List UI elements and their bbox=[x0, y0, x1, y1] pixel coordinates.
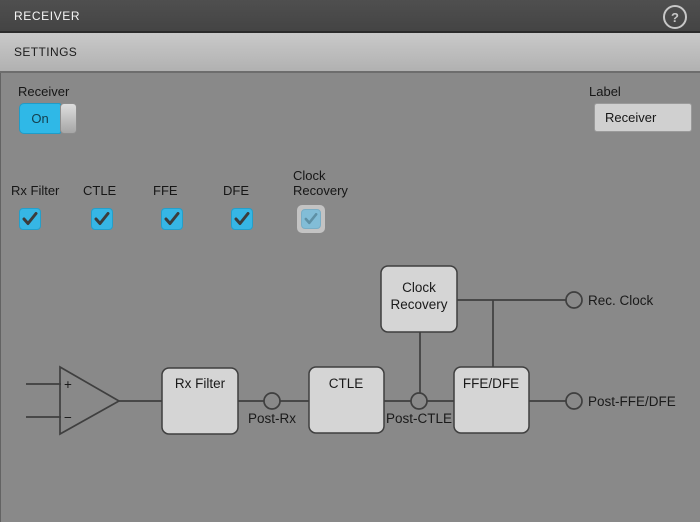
rec-clock-label: Rec. Clock bbox=[588, 293, 654, 308]
clock-recovery-block-label-2: Recovery bbox=[390, 297, 447, 312]
receiver-toggle-label: Receiver bbox=[18, 84, 70, 99]
checkbox-label: CTLE bbox=[83, 183, 117, 198]
ffe-checkbox[interactable] bbox=[161, 208, 183, 230]
help-icon-glyph: ? bbox=[671, 9, 679, 25]
clock-recovery-checkbox bbox=[301, 209, 321, 229]
post-rx-label: Post-Rx bbox=[248, 411, 296, 426]
checkbox-group-ctle: CTLE bbox=[83, 168, 145, 230]
checkbox-label: DFE bbox=[223, 183, 249, 198]
amplifier-symbol bbox=[59, 365, 121, 436]
page-title: RECEIVER bbox=[14, 8, 81, 23]
post-ffe-dfe-node[interactable] bbox=[565, 392, 583, 410]
post-ffe-dfe-label: Post-FFE/DFE bbox=[588, 394, 676, 409]
rec-clock-node[interactable] bbox=[565, 291, 583, 309]
checkbox-label: Clock Recovery bbox=[293, 168, 348, 198]
checkbox-group-ffe: FFE bbox=[153, 168, 215, 230]
label-field-label: Label bbox=[589, 84, 621, 99]
settings-tab-bar: SETTINGS bbox=[0, 33, 700, 73]
ctle-block[interactable] bbox=[308, 366, 385, 434]
toggle-on-state[interactable]: On bbox=[19, 103, 61, 134]
ffe-dfe-block[interactable] bbox=[453, 366, 530, 434]
post-ctle-label: Post-CTLE bbox=[386, 411, 452, 426]
checkmark-icon bbox=[94, 212, 110, 225]
tab-settings[interactable]: SETTINGS bbox=[14, 45, 78, 59]
post-ctle-node[interactable] bbox=[410, 392, 428, 410]
checkmark-icon bbox=[164, 212, 180, 225]
checkmark-icon bbox=[22, 212, 38, 225]
checkbox-label: FFE bbox=[153, 183, 178, 198]
receiver-on-toggle[interactable]: On bbox=[19, 103, 77, 134]
dfe-checkbox[interactable] bbox=[231, 208, 253, 230]
checkbox-label: Rx Filter bbox=[11, 183, 60, 198]
title-bar: RECEIVER ? bbox=[0, 0, 700, 33]
ctle-checkbox[interactable] bbox=[91, 208, 113, 230]
checkbox-group-rx-filter: Rx Filter bbox=[11, 168, 73, 230]
help-icon[interactable]: ? bbox=[663, 5, 687, 29]
checkbox-group-clock-recovery: Clock Recovery bbox=[293, 168, 355, 233]
checkmark-icon bbox=[304, 213, 318, 225]
ctle-block-label: CTLE bbox=[329, 376, 364, 391]
rx-filter-block[interactable] bbox=[161, 367, 239, 435]
ffe-dfe-block-label: FFE/DFE bbox=[463, 376, 519, 391]
post-rx-node[interactable] bbox=[263, 392, 281, 410]
rx-filter-checkbox[interactable] bbox=[19, 208, 41, 230]
clock-recovery-block[interactable] bbox=[380, 265, 458, 333]
label-input[interactable] bbox=[594, 103, 692, 132]
amp-plus-sign: + bbox=[64, 377, 72, 392]
rx-filter-block-label: Rx Filter bbox=[175, 376, 226, 391]
receiver-block-diagram: + − Rx Filter CTLE FFE/DFE Clock Recover… bbox=[26, 265, 676, 436]
checkmark-icon bbox=[234, 212, 250, 225]
toggle-knob[interactable] bbox=[60, 103, 77, 134]
amp-minus-sign: − bbox=[64, 410, 72, 425]
settings-panel: Receiver On Label Rx Filter CTLE FFE bbox=[0, 73, 700, 522]
clock-recovery-checkbox-frame bbox=[297, 205, 325, 233]
checkbox-group-dfe: DFE bbox=[223, 168, 285, 230]
clock-recovery-block-label-1: Clock bbox=[402, 280, 436, 295]
